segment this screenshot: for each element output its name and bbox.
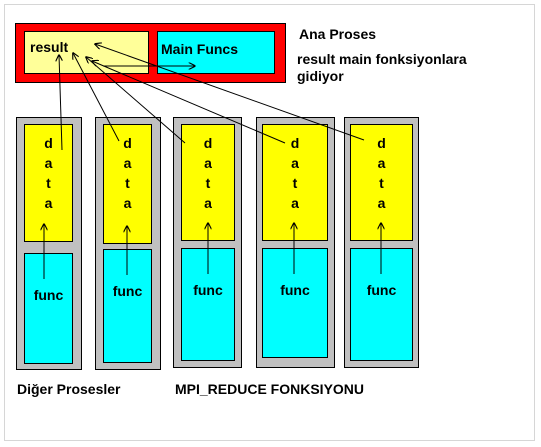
main-process-description-line2: gidiyor <box>297 68 344 84</box>
func-label: func <box>366 282 397 298</box>
main-process-title: Ana Proses <box>299 26 377 42</box>
data-letter: t <box>292 175 298 191</box>
data-letter: a <box>291 195 299 211</box>
result-label: result <box>30 39 69 55</box>
main-funcs-label: Main Funcs <box>161 41 239 57</box>
main-process-description-line1: result main fonksiyonlara <box>297 51 467 67</box>
data-letter: d <box>123 135 132 151</box>
func-box: func <box>181 248 235 361</box>
data-letter: d <box>203 135 213 151</box>
main-funcs-box: Main Funcs <box>157 31 275 74</box>
diagram-frame <box>4 4 535 441</box>
data-letter: a <box>377 195 386 211</box>
data-letter: t <box>125 175 130 191</box>
data-letter: a <box>123 155 132 171</box>
func-label: func <box>33 287 64 303</box>
data-letter: d <box>44 135 53 151</box>
other-processes-caption: Diğer Prosesler <box>17 381 121 397</box>
data-letter: d <box>377 135 386 151</box>
func-label: func <box>112 283 143 299</box>
data-letter: a <box>204 155 212 171</box>
func-box: func <box>24 253 73 364</box>
data-letter: t <box>205 175 211 191</box>
data-letter: a <box>291 155 299 171</box>
func-label: func <box>280 282 310 298</box>
data-letter: a <box>204 195 212 211</box>
data-letter: t <box>46 175 51 191</box>
result-box: result <box>24 31 149 74</box>
data-letter: a <box>123 195 132 211</box>
data-letter: d <box>290 135 300 151</box>
func-box: func <box>262 248 328 358</box>
reduce-arrow-3 <box>86 57 186 144</box>
data-letter: a <box>44 195 53 211</box>
data-letter: t <box>379 175 384 191</box>
mpi-reduce-caption: MPI_REDUCE FONKSIYONU <box>175 381 365 397</box>
reduce-arrow-5 <box>95 44 365 141</box>
data-letter: a <box>44 155 53 171</box>
data-letter: a <box>377 155 386 171</box>
func-label: func <box>193 282 223 298</box>
reduce-arrow-2 <box>73 53 120 142</box>
reduce-arrow-4 <box>92 61 286 144</box>
reduce-arrow-1 <box>59 55 62 151</box>
